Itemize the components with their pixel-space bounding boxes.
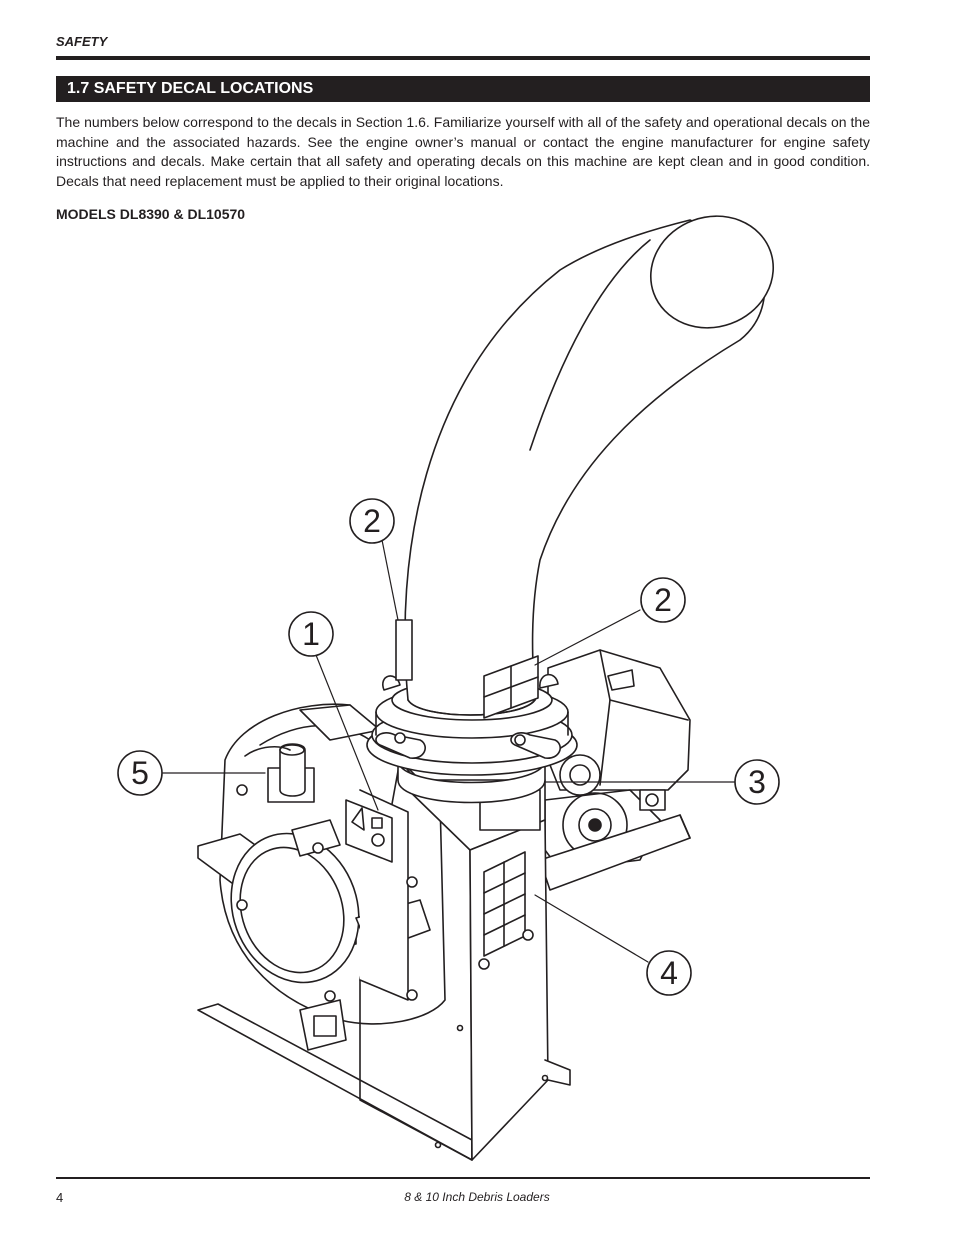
page-number: 4 [56, 1190, 64, 1205]
callout-2-right: 2 [640, 577, 686, 623]
decal-location-illustration: 2 2 1 5 3 4 [117, 215, 780, 1161]
callout-4: 4 [646, 950, 692, 996]
intro-paragraph: The numbers below correspond to the deca… [56, 114, 870, 189]
callout-5-label: 5 [131, 755, 149, 791]
engine [544, 649, 691, 871]
models-heading: MODELS DL8390 & DL10570 [56, 206, 246, 222]
base-flange [397, 759, 546, 804]
callout-leaders [162, 539, 736, 963]
discharge-tube [395, 215, 775, 716]
decal-4 [483, 851, 526, 957]
callout-1-label: 1 [302, 616, 320, 652]
callout-3-label: 3 [748, 764, 766, 800]
callout-1: 1 [288, 611, 334, 657]
footer-rule [56, 1177, 870, 1179]
callout-2-upper: 2 [349, 498, 395, 544]
callouts: 2 2 1 5 3 4 [117, 498, 780, 996]
frame-rail [539, 814, 691, 891]
callout-3: 3 [734, 759, 780, 805]
decal-1 [345, 799, 393, 863]
section-title: 1.7 SAFETY DECAL LOCATIONS [56, 76, 870, 102]
decal-2 [483, 655, 539, 719]
callout-5: 5 [117, 750, 163, 796]
callout-2-right-label: 2 [654, 582, 672, 618]
header-rule [56, 56, 870, 60]
footer-title: 8 & 10 Inch Debris Loaders [404, 1190, 550, 1204]
running-head: SAFETY [56, 34, 108, 49]
callout-4-label: 4 [660, 955, 678, 991]
callout-2-upper-label: 2 [363, 503, 381, 539]
fasteners [236, 732, 534, 1002]
